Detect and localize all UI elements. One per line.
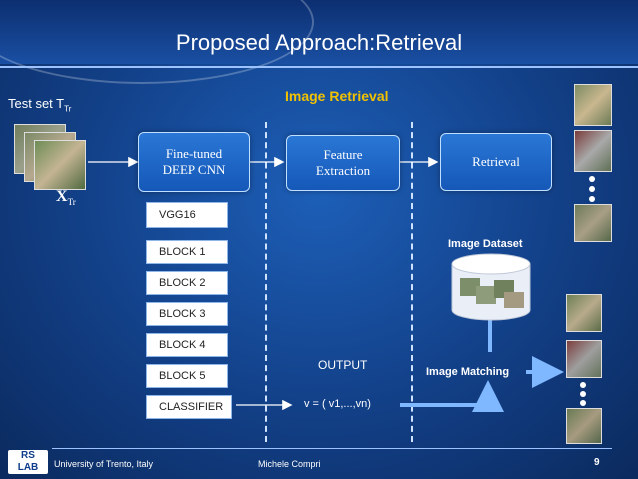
- block-1: BLOCK 1: [146, 240, 228, 264]
- database-icon: [451, 253, 531, 321]
- x-tr-label: XTr: [56, 188, 76, 208]
- ellipsis-dot: [589, 176, 595, 182]
- test-image-3: [34, 140, 86, 190]
- footer-author: Michele Compri: [258, 459, 321, 469]
- footer-university: University of Trento, Italy: [54, 459, 154, 469]
- cnn-label-line1: Fine-tuned: [165, 146, 223, 161]
- classifier-block: CLASSIFIER: [146, 395, 232, 419]
- ellipsis-dot: [589, 196, 595, 202]
- output-label: OUTPUT: [318, 358, 368, 372]
- title-underline: [0, 66, 638, 68]
- image-dataset-label: Image Dataset: [448, 238, 523, 250]
- retrieved-image-2: [574, 130, 612, 172]
- ellipsis-dot: [580, 382, 586, 388]
- block-4: BLOCK 4: [146, 333, 228, 357]
- vgg16-label: VGG16: [146, 202, 228, 228]
- block-3: BLOCK 3: [146, 302, 228, 326]
- ellipsis-dot: [580, 400, 586, 406]
- divider-left: [265, 122, 267, 442]
- ellipsis-dot: [589, 186, 595, 192]
- page-number: 9: [594, 457, 600, 468]
- matched-image-3: [566, 408, 602, 444]
- header-bar: [0, 0, 638, 84]
- block-2: BLOCK 2: [146, 271, 228, 295]
- feature-label-line1: Feature: [323, 147, 363, 162]
- retrieved-image-3: [574, 204, 612, 242]
- cnn-label-line2: DEEP CNN: [162, 162, 226, 177]
- image-matching-label: Image Matching: [426, 366, 510, 378]
- ellipsis-dot: [580, 391, 586, 397]
- feature-extraction-box: Feature Extraction: [286, 135, 400, 191]
- cnn-box: Fine-tuned DEEP CNN: [138, 132, 250, 192]
- feature-vector-label: v = ( v1,...,vn): [304, 398, 371, 410]
- block-5: BLOCK 5: [146, 364, 228, 388]
- arrow-vector-to-matching: [400, 380, 504, 412]
- matched-image-1: [566, 294, 602, 332]
- matched-image-2: [566, 340, 602, 378]
- test-set-label: Test set TTr: [8, 96, 72, 114]
- retrieved-image-1: [574, 84, 612, 126]
- feature-label-line2: Extraction: [315, 163, 371, 178]
- retrieval-label: Retrieval: [472, 154, 520, 169]
- retrieval-box: Retrieval: [440, 133, 552, 191]
- image-retrieval-heading: Image Retrieval: [285, 88, 389, 104]
- footer-line: [52, 448, 612, 449]
- divider-right: [411, 122, 413, 442]
- test-image-stack: [14, 124, 94, 194]
- slide-title: Proposed Approach:Retrieval: [175, 30, 463, 55]
